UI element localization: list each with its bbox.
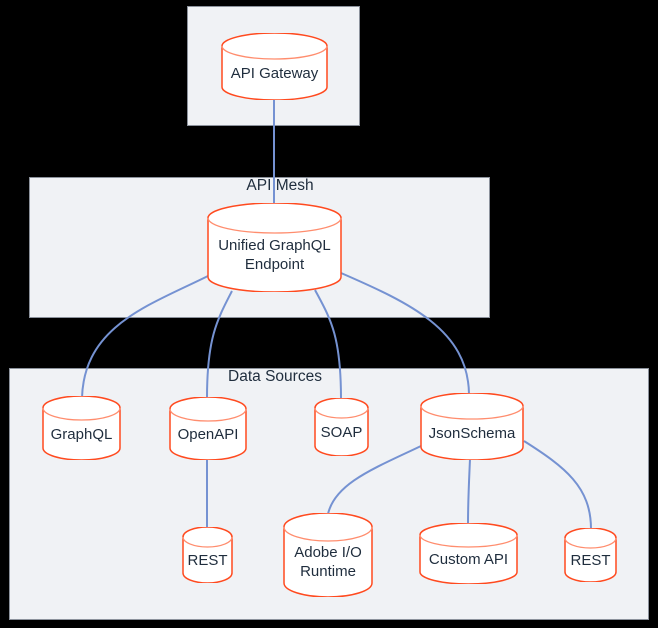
node-openapi: OpenAPI xyxy=(169,397,247,460)
node-label-adobe-line1: Adobe I/O xyxy=(294,544,362,561)
node-label-unified-line2: Endpoint xyxy=(244,256,305,273)
node-label-rest-right: REST xyxy=(570,551,611,569)
node-custom-api: Custom API xyxy=(419,523,518,584)
node-label-soap: SOAP xyxy=(320,423,363,441)
node-adobe-io-runtime: Adobe I/O Runtime xyxy=(283,513,373,597)
node-api-gateway: API Gateway xyxy=(221,33,328,100)
cylinder-shape xyxy=(283,513,373,597)
cluster-title-data-sources: Data Sources xyxy=(228,368,322,385)
edge-endpoint-to-openapi xyxy=(206,290,233,399)
edge-endpoint-to-graphql xyxy=(81,274,211,399)
node-label-unified-line1: Unified GraphQL xyxy=(218,237,331,254)
node-soap: SOAP xyxy=(314,398,369,456)
cylinder-shape xyxy=(564,528,617,582)
node-rest-right: REST xyxy=(564,528,617,582)
edge-jsonschema-to-customapi xyxy=(467,458,471,525)
node-unified-graphql-endpoint: Unified GraphQL Endpoint xyxy=(207,203,342,292)
edge-jsonschema-to-rest xyxy=(523,440,592,530)
node-label-adobe-line2: Runtime xyxy=(300,563,356,580)
cylinder-shape xyxy=(314,398,369,456)
node-label-custom-api: Custom API xyxy=(428,551,509,568)
cylinder-shape xyxy=(419,523,518,584)
cylinder-shape xyxy=(420,393,524,460)
cylinder-shape xyxy=(169,397,247,460)
node-rest-left: REST xyxy=(182,527,233,583)
edge-jsonschema-to-adobe xyxy=(327,445,422,515)
node-label-graphql: GraphQL xyxy=(50,425,113,443)
node-label-rest-left: REST xyxy=(187,551,228,569)
cylinder-shape xyxy=(207,203,342,292)
node-label-api-gateway: API Gateway xyxy=(230,64,319,82)
cylinder-shape xyxy=(42,396,121,460)
cylinder-shape xyxy=(221,33,328,100)
node-label-openapi: OpenAPI xyxy=(177,426,239,443)
edge-endpoint-to-jsonschema xyxy=(340,272,470,395)
node-jsonschema: JsonSchema xyxy=(420,393,524,460)
edge-endpoint-to-soap xyxy=(314,289,342,400)
node-graphql: GraphQL xyxy=(42,396,121,460)
cluster-title-api-mesh: API Mesh xyxy=(246,177,314,194)
cylinder-shape xyxy=(182,527,233,583)
node-label-jsonschema: JsonSchema xyxy=(428,424,516,442)
